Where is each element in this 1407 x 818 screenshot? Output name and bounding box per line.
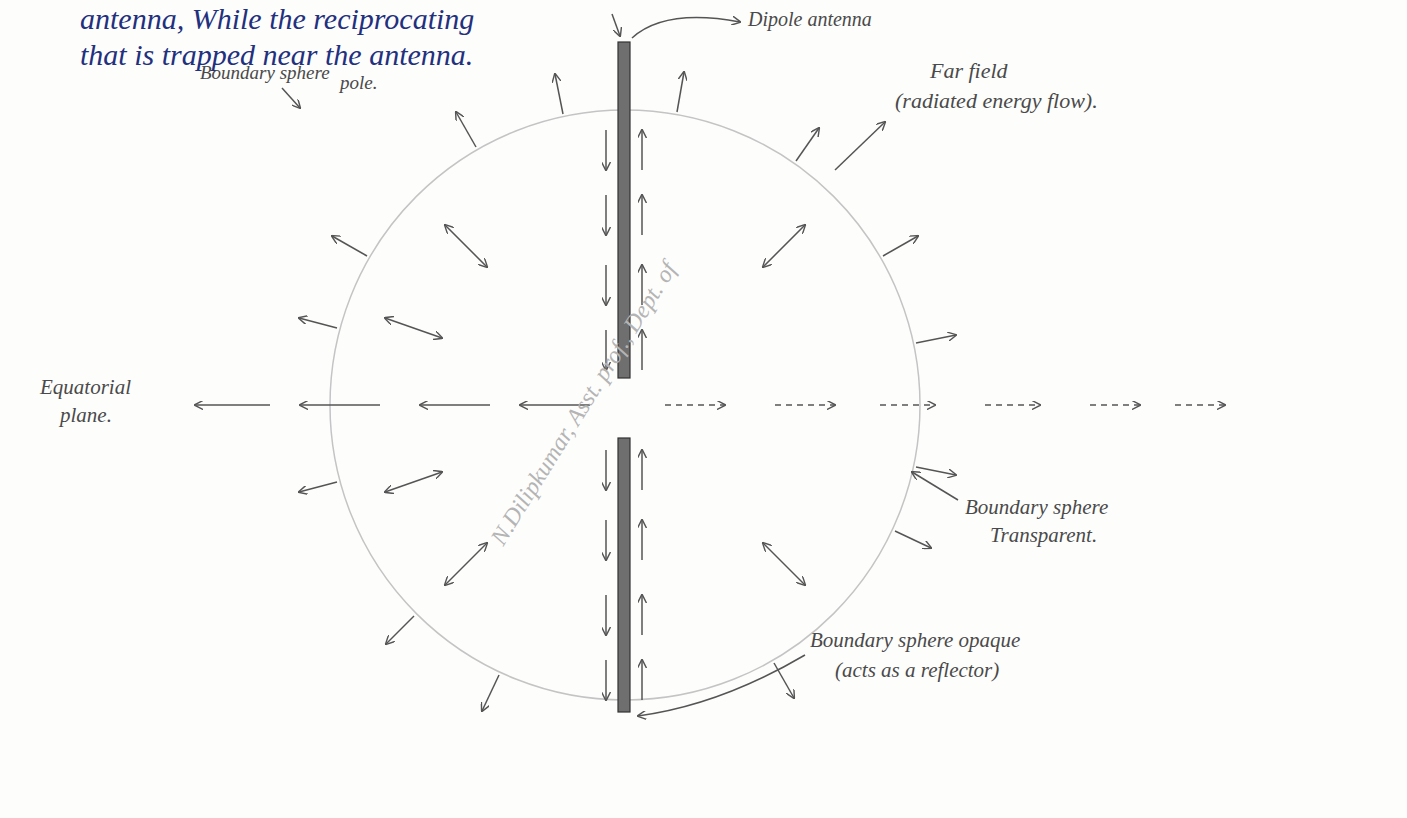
field-arrow	[775, 404, 835, 406]
field-arrow	[332, 236, 367, 256]
field-arrow	[641, 195, 643, 235]
field-arrow	[605, 265, 607, 305]
field-arrow	[641, 595, 643, 635]
field-arrow	[1090, 404, 1140, 406]
field-arrow	[299, 318, 337, 328]
field-arrow	[385, 318, 442, 338]
field-arrow	[985, 404, 1040, 406]
part-label: Equatorial	[40, 375, 131, 399]
field-arrow	[916, 335, 956, 343]
field-arrow	[883, 236, 918, 256]
part-label: Boundary sphere	[200, 62, 330, 84]
part-label: Boundary sphere	[965, 495, 1108, 519]
field-arrow	[665, 404, 725, 406]
field-arrow	[555, 74, 563, 114]
part-label: Transparent.	[990, 523, 1097, 547]
field-arrow	[445, 543, 487, 585]
field-arrow	[641, 130, 643, 170]
field-arrow	[605, 450, 607, 490]
field-arrow	[300, 404, 380, 406]
field-arrow	[605, 595, 607, 635]
field-arrow	[605, 195, 607, 235]
field-arrow	[605, 520, 607, 560]
part-label: plane.	[60, 403, 112, 427]
field-arrow	[1175, 404, 1225, 406]
field-arrow	[677, 72, 684, 112]
part-label: pole.	[340, 72, 377, 94]
field-arrow	[420, 404, 490, 406]
field-arrow	[763, 225, 805, 267]
field-arrow	[880, 404, 935, 406]
field-arrow	[482, 675, 499, 711]
field-arrow	[456, 112, 476, 147]
field-arrow	[445, 225, 487, 267]
field-arrow	[916, 467, 956, 475]
field-arrows	[195, 72, 1225, 711]
field-arrow	[641, 450, 643, 490]
leader-lines	[282, 14, 958, 716]
field-arrow	[605, 130, 607, 170]
field-arrow	[774, 663, 794, 698]
field-arrow	[385, 472, 442, 492]
part-label: Boundary sphere opaque	[810, 628, 1020, 652]
field-arrow	[641, 520, 643, 560]
part-label: Dipole antenna	[748, 8, 872, 31]
field-arrow	[195, 404, 270, 406]
field-arrow	[763, 543, 805, 585]
field-arrow	[641, 660, 643, 700]
part-label: (acts as a reflector)	[835, 658, 999, 682]
antenna-rod	[618, 438, 630, 712]
field-arrow	[605, 660, 607, 700]
part-label: (radiated energy flow).	[895, 88, 1098, 113]
part-label: Far field	[930, 58, 1008, 83]
field-arrow	[895, 531, 931, 548]
note-text: antenna, While the reciprocating	[80, 2, 474, 37]
field-arrow	[299, 482, 337, 492]
field-arrow	[386, 616, 414, 644]
watermark: N.Dilipkumar, Asst. prof., Dept. of	[485, 257, 682, 550]
field-arrow	[796, 128, 819, 161]
